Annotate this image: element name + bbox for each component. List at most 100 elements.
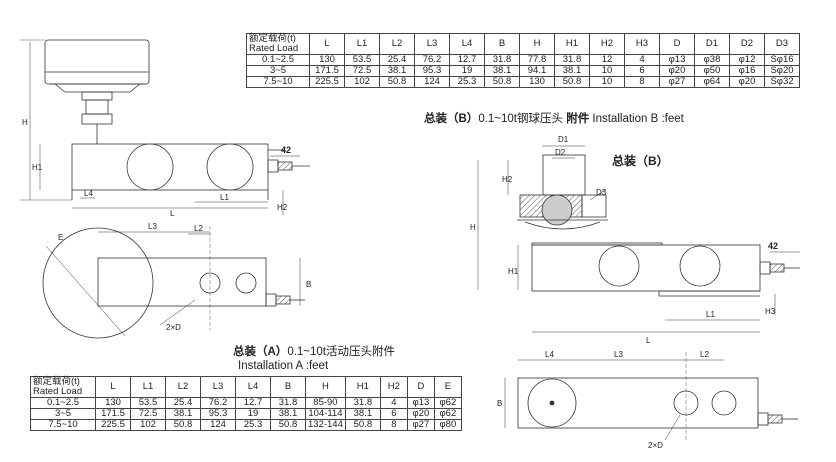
table-cell: φ38 (694, 54, 730, 66)
table-header-cell: L2 (165, 376, 201, 398)
table-cell: φ12 (729, 54, 765, 66)
table-cell: 50.8 (554, 76, 590, 88)
dim-label-l4-b: L4 (545, 350, 554, 359)
table-cell: 50.8 (484, 76, 520, 88)
table-header-cell: L3 (200, 376, 236, 398)
table-cell: 38.1 (554, 65, 590, 77)
load-cell-body-a (71, 143, 269, 191)
load-cell-top-b (517, 377, 759, 429)
table-cell: 31.8 (270, 397, 306, 409)
table-cell: 19 (449, 65, 485, 77)
table-cell: 104-114 (305, 408, 346, 420)
table-cell: 38.1 (344, 408, 381, 420)
table-cell: 7.5~10 (246, 76, 310, 88)
table-cell: 95.3 (414, 65, 450, 77)
table-cell: 94.1 (519, 65, 555, 77)
table-cell: 4 (379, 397, 408, 409)
table-header-cell: H (519, 33, 555, 55)
table-cell: φ13 (659, 54, 695, 66)
button-outline-e (42, 227, 154, 339)
table-header-cell: H1 (554, 33, 590, 55)
table-cell: 6 (624, 65, 660, 77)
table-header-cell: L (309, 33, 345, 55)
table-cell: 38.1 (484, 65, 520, 77)
steel-ball (541, 194, 573, 226)
table-cell: 38.1 (379, 65, 415, 77)
table-header-cell: D (659, 33, 695, 55)
table-cell: 77.8 (519, 54, 555, 66)
table-cell: 102 (344, 76, 380, 88)
table-cell: 171.5 (309, 65, 345, 77)
table-header-cell: H2 (379, 376, 408, 398)
caption-installation-a: 总装（A）0.1~10t活动压头附件 (233, 346, 396, 358)
table-cell: 7.5~10 (30, 419, 96, 431)
assembly-b-top-view (504, 352, 798, 441)
dim-label-l2-b: L2 (700, 350, 709, 359)
dim-label-h3-b: H3 (765, 307, 776, 316)
dim-label-h2-a: H2 (277, 203, 288, 212)
assembly-a-top-view (42, 226, 305, 339)
assembly-b-title: 总装（B） (612, 153, 669, 168)
table-cell: φ62 (433, 397, 462, 409)
table-cell: 12.7 (235, 397, 271, 409)
table-cell: 72.5 (130, 408, 166, 420)
table-cell: 25.3 (449, 76, 485, 88)
table-header-cell: L2 (379, 33, 415, 55)
table-cell: 4 (624, 54, 660, 66)
table-header-cell: L3 (414, 33, 450, 55)
ball-button-top (542, 154, 586, 196)
load-cell-top-a (97, 257, 267, 307)
table-cell: 130 (309, 54, 345, 66)
dim-label-42-b: 42 (768, 241, 778, 251)
table-cell: φ16 (729, 65, 765, 77)
table-cell: 72.5 (344, 65, 380, 77)
table-header-cell: D (406, 376, 435, 398)
table-header-cell: H2 (589, 33, 625, 55)
table-cell: 50.8 (270, 419, 306, 431)
table-cell: 130 (519, 76, 555, 88)
table-cell: φ27 (406, 419, 435, 431)
table-cell: 12 (589, 54, 625, 66)
dim-label-42-a: 42 (281, 145, 291, 155)
dim-label-l1-b: L1 (706, 310, 715, 319)
dim-label-l-a: L (170, 209, 175, 218)
table-cell: φ80 (433, 419, 462, 431)
load-button-cap (44, 39, 150, 85)
dim-label-l1-a: L1 (220, 193, 229, 202)
table-cell: 225.5 (309, 76, 345, 88)
table-header-cell: D3 (764, 33, 800, 55)
caption-installation-a-en: Installation A :feet (238, 360, 329, 372)
dim-label-d1-b: D1 (558, 135, 569, 144)
dim-label-b-b: B (497, 399, 502, 408)
table-header-cell: L4 (235, 376, 271, 398)
dim-label-e-a: E (58, 233, 63, 242)
table-cell: 53.5 (344, 54, 380, 66)
dim-label-b-a: B (306, 280, 311, 289)
table-cell: 31.8 (484, 54, 520, 66)
dim-label-h2-b: H2 (502, 175, 513, 184)
dim-label-d2-b: D2 (555, 148, 566, 157)
table-cell: 171.5 (95, 408, 131, 420)
table-cell: φ13 (406, 397, 435, 409)
table-cell: φ64 (694, 76, 730, 88)
table-cell: 124 (414, 76, 450, 88)
table-cell: 6 (379, 408, 408, 420)
dim-label-h-b: H (470, 223, 476, 232)
assembly-b-side-view (477, 145, 800, 333)
caption-installation-b: 总装（B）0.1~10t钢球压头 附件 Installation B :feet (424, 113, 684, 125)
table-cell: 95.3 (200, 408, 236, 420)
table-cell: 12.7 (449, 54, 485, 66)
table-cell: Sφ16 (764, 54, 800, 66)
table-cell: φ20 (659, 65, 695, 77)
table-cell: Sφ20 (764, 65, 800, 77)
table-cell: 0.1~2.5 (246, 54, 310, 66)
dim-label-l3-a: L3 (148, 222, 157, 231)
dim-label-d3-b: D3 (596, 188, 607, 197)
dim-label-2d-a: 2×D (166, 323, 181, 332)
table-cell: 10 (589, 65, 625, 77)
